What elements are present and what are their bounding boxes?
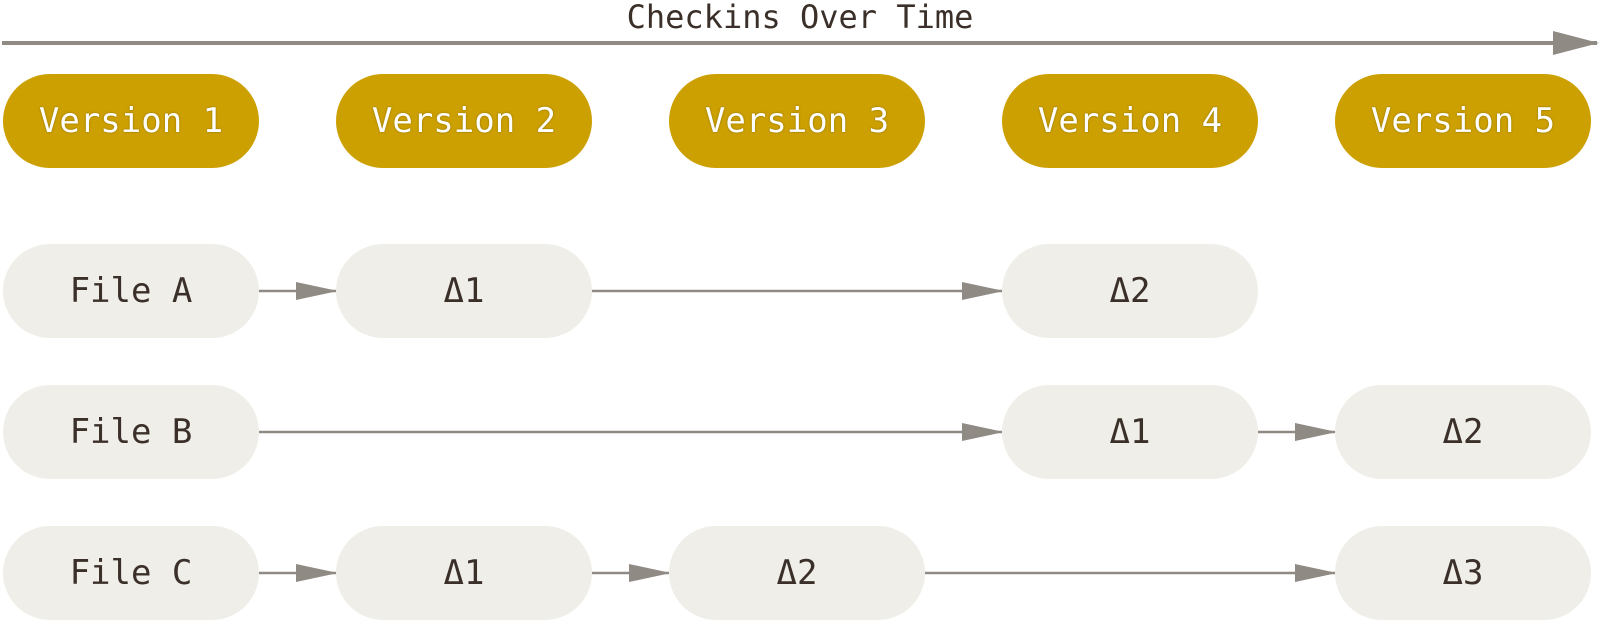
file-b-delta-v5: Δ2 xyxy=(1335,385,1591,479)
file-b-delta-v4: Δ1 xyxy=(1002,385,1258,479)
file-c-delta-v2: Δ1 xyxy=(336,526,592,620)
file-a-delta-v4: Δ2 xyxy=(1002,244,1258,338)
version-5-pill: Version 5 xyxy=(1335,74,1591,168)
timeline-title: Checkins Over Time xyxy=(626,0,974,36)
version-2-pill: Version 2 xyxy=(336,74,592,168)
file-b-label: File B xyxy=(3,385,259,479)
file-c-label: File C xyxy=(3,526,259,620)
file-c-delta-v3: Δ2 xyxy=(669,526,925,620)
version-3-pill: Version 3 xyxy=(669,74,925,168)
file-a-label: File A xyxy=(3,244,259,338)
file-a-delta-v2: Δ1 xyxy=(336,244,592,338)
version-4-pill: Version 4 xyxy=(1002,74,1258,168)
version-1-pill: Version 1 xyxy=(3,74,259,168)
file-c-delta-v5: Δ3 xyxy=(1335,526,1591,620)
